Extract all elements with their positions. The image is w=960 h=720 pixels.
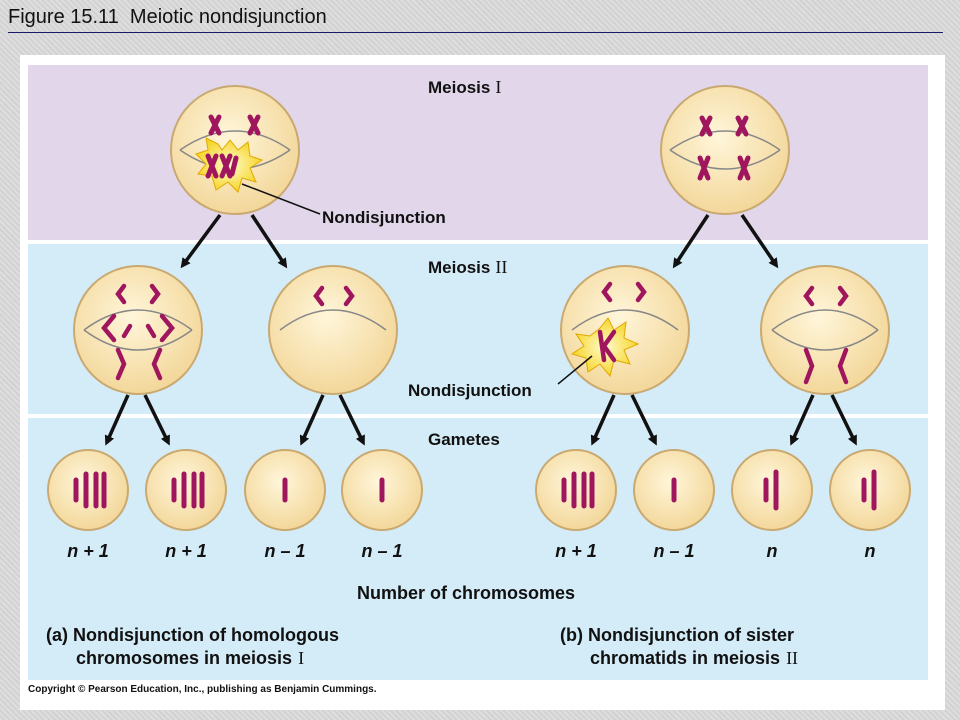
chromosome-group: [313, 285, 355, 307]
arrow: [740, 214, 779, 269]
title-rule: [8, 32, 943, 33]
chromosome-group: [73, 471, 107, 509]
slide-title: Figure 15.11 Meiotic nondisjunction: [8, 6, 327, 28]
meiosis2-cell-3: [560, 265, 690, 395]
chromosome-group: [803, 285, 849, 385]
gamete-a4: [341, 449, 423, 531]
gamete-count-a3: n – 1: [264, 541, 305, 561]
meiosis1-cell-b: [660, 85, 790, 215]
gamete-count-a1: n + 1: [67, 541, 109, 561]
gamete-count-a4: n – 1: [361, 541, 402, 561]
gamete-a2: [145, 449, 227, 531]
gamete-b2: [633, 449, 715, 531]
arrow: [299, 394, 325, 446]
copyright-notice: Copyright © Pearson Education, Inc., pub…: [28, 684, 377, 695]
number-of-chromosomes-caption: Number of chromosomes: [357, 583, 575, 603]
gamete-count-b2: n – 1: [653, 541, 694, 561]
caption-a-line1: (a) Nondisjunction of homologous: [46, 625, 339, 645]
arrow: [180, 213, 222, 269]
meiosis2-cell-2: [268, 265, 398, 395]
arrow: [590, 394, 616, 446]
gamete-b3: [731, 449, 813, 531]
gamete-b4: [829, 449, 911, 531]
arrow: [830, 394, 857, 446]
nondisjunction-label: Nondisjunction: [408, 381, 532, 400]
gamete-count-b4: n: [865, 541, 876, 561]
chromosome-group: [697, 115, 751, 181]
chromosome-group: [861, 469, 877, 511]
chromosome-group: [597, 281, 647, 363]
arrow: [789, 394, 815, 446]
nondisjunction-pointer: [241, 183, 321, 215]
chromosome-group: [561, 471, 595, 509]
gamete-count-b3: n: [767, 541, 778, 561]
chromosome-group: [763, 469, 779, 511]
chromosome-group: [101, 283, 175, 381]
arrow: [672, 214, 710, 269]
gamete-count-a2: n + 1: [165, 541, 207, 561]
chromosome-group: [205, 114, 261, 179]
gamete-b1: [535, 449, 617, 531]
nondisjunction-label: Nondisjunction: [322, 208, 446, 227]
gamete-count-b1: n + 1: [555, 541, 597, 561]
meiosis1-cell-a: [170, 85, 300, 215]
meiosis2-cell-4: [760, 265, 890, 395]
caption-b-line1: (b) Nondisjunction of sister: [560, 625, 794, 645]
gametes-label: Gametes: [428, 430, 500, 449]
meiosis2-cell-1: [73, 265, 203, 395]
arrow: [338, 394, 365, 446]
gamete-a3: [244, 449, 326, 531]
arrow: [630, 394, 657, 446]
chromosome-group: [171, 471, 205, 509]
arrow: [250, 214, 288, 269]
gamete-a1: [47, 449, 129, 531]
arrow: [143, 394, 170, 446]
nondisjunction-pointer: [557, 355, 593, 385]
arrow: [104, 394, 130, 446]
